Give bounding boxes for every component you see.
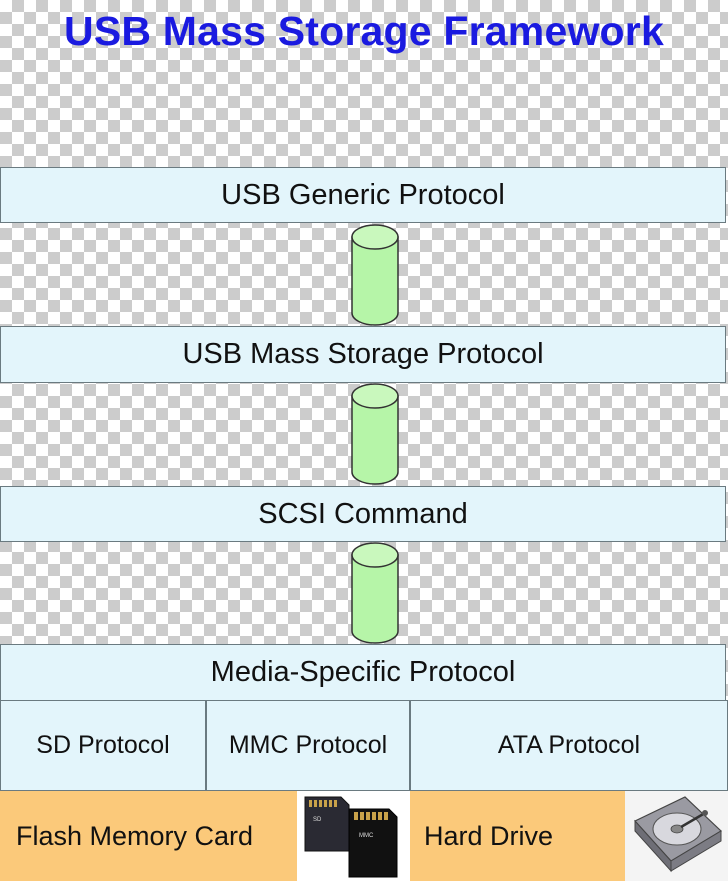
cell-mmc-protocol: MMC Protocol <box>206 700 410 791</box>
svg-text:SD: SD <box>313 817 322 823</box>
svg-text:MMC: MMC <box>359 833 374 839</box>
hard-drive-icon <box>634 796 722 873</box>
layer-media-specific-protocol: Media-Specific Protocol <box>0 644 726 701</box>
connector-cylinder <box>351 224 399 326</box>
mmc-card-icon: MMC <box>348 808 398 878</box>
cell-ata-protocol: ATA Protocol <box>410 700 728 791</box>
hard-drive-image <box>625 791 728 881</box>
flash-memory-card-box: Flash Memory Card <box>0 791 297 881</box>
layer-label: Media-Specific Protocol <box>210 656 516 688</box>
layer-scsi-command: SCSI Command <box>0 486 726 542</box>
media-row: Flash Memory Card SD <box>0 791 728 881</box>
layer-usb-mass-storage-protocol: USB Mass Storage Protocol <box>0 326 726 383</box>
memory-card-image: SD MMC <box>297 791 410 881</box>
hard-drive-box: Hard Drive <box>410 791 625 881</box>
connector-cylinder <box>351 383 399 485</box>
layer-label: USB Generic Protocol <box>221 178 505 211</box>
cell-sd-protocol: SD Protocol <box>0 700 206 791</box>
connector-cylinder <box>351 542 399 644</box>
sd-card-icon: SD <box>304 796 350 852</box>
layer-label: SCSI Command <box>258 497 468 530</box>
layer-usb-generic-protocol: USB Generic Protocol <box>0 167 726 223</box>
protocol-row: SD Protocol MMC Protocol ATA Protocol <box>0 700 728 791</box>
diagram-title: USB Mass Storage Framework <box>64 8 664 54</box>
layer-label: USB Mass Storage Protocol <box>182 338 544 370</box>
